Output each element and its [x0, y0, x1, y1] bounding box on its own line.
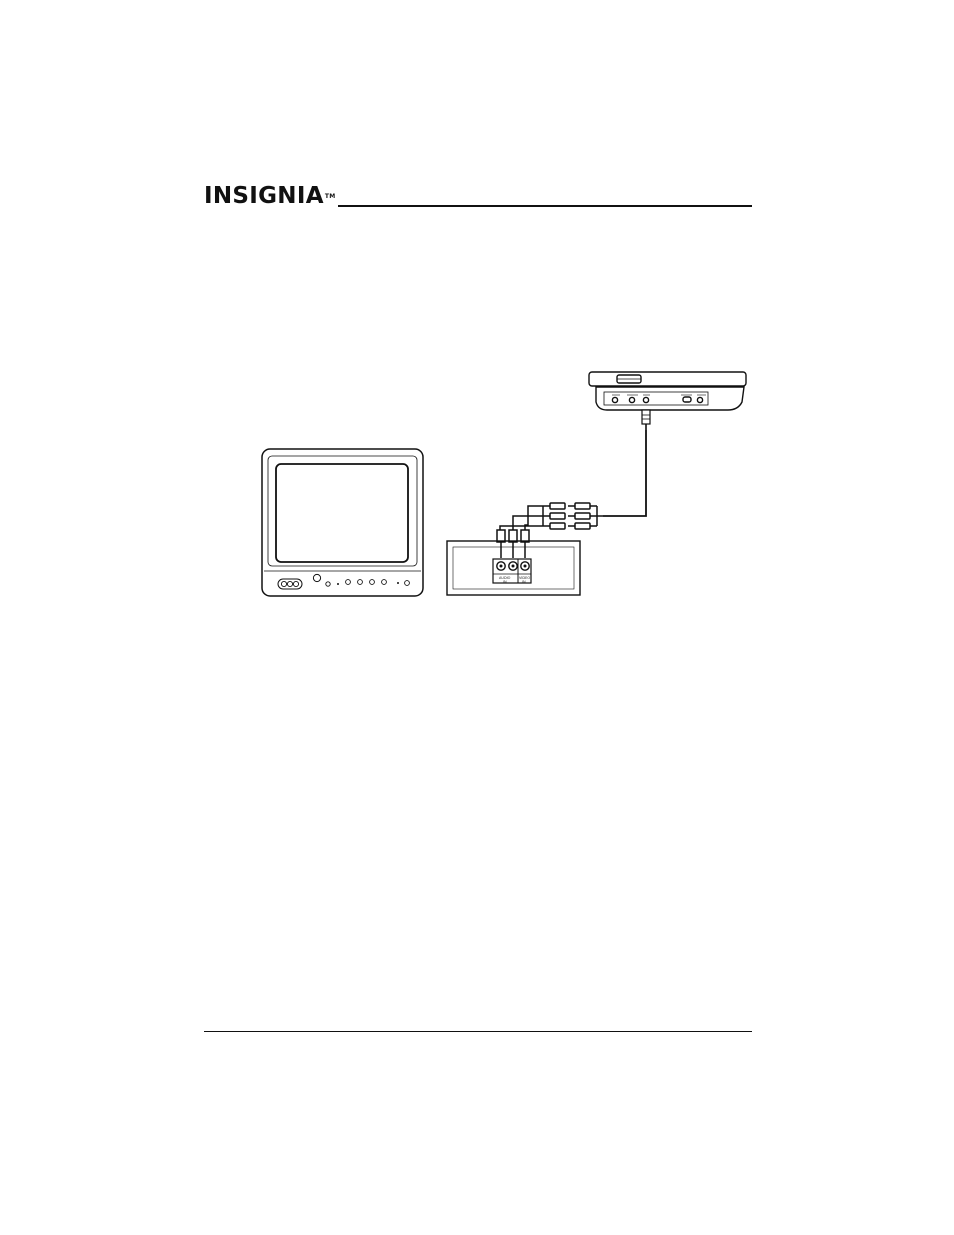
tv-button-icon — [346, 580, 351, 585]
footer-rule — [204, 1031, 752, 1032]
tv-power-button-icon — [405, 581, 410, 586]
rca-plug-icon — [550, 523, 565, 529]
video-in-label: IN — [522, 580, 526, 584]
headphone-jack-icon — [629, 397, 634, 402]
dvd-base — [596, 387, 744, 410]
rca-plug-icon — [550, 503, 565, 509]
rca-plug-icon — [575, 513, 590, 519]
audio-in-label: IN — [503, 580, 507, 584]
av-plug-body — [642, 410, 650, 424]
tv-cabinet — [262, 449, 423, 596]
tv-button-icon — [382, 580, 387, 585]
av-plug — [642, 410, 650, 430]
av-cable — [603, 430, 646, 516]
tv-screen — [276, 464, 408, 562]
tv-button-icon — [326, 582, 330, 586]
dc-in-jack-icon — [612, 397, 617, 402]
portable-dvd-player — [589, 372, 746, 410]
rca-plug-icon — [575, 523, 590, 529]
av-out-jack-icon — [643, 397, 648, 402]
rca-plug-icon — [575, 503, 590, 509]
dvd-lid — [589, 372, 746, 386]
rca-splitter — [543, 503, 603, 529]
tv-button-icon — [358, 580, 363, 585]
power-switch-icon — [683, 397, 691, 402]
rca-cables — [497, 506, 543, 558]
power-jack-icon — [697, 397, 702, 402]
tv-knob-icon — [313, 574, 320, 581]
rca-plug-icon — [550, 513, 565, 519]
television — [262, 449, 423, 596]
tv-button-icon — [370, 580, 375, 585]
dvd-jack-panel — [604, 392, 708, 405]
